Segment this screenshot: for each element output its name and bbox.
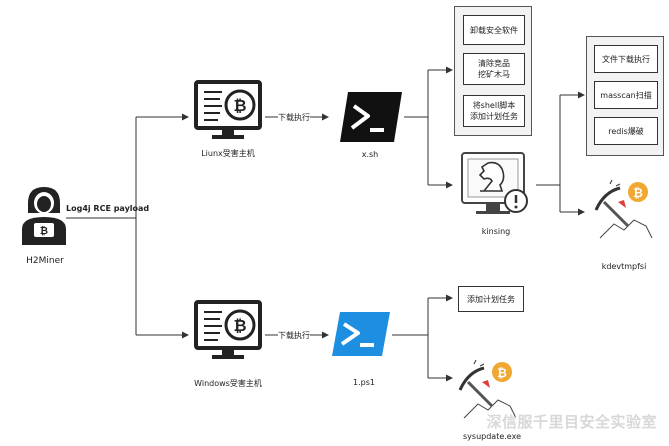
linux-computer-icon: ₿ [194, 80, 262, 139]
edge-label-download-windows: 下载执行 [278, 330, 310, 341]
sysupdate-label: sysupdate.exe [463, 432, 521, 441]
kinsing-action-box: 文件下载执行 [594, 45, 658, 73]
xsh-action-label: 将shell脚本 添加计划任务 [470, 101, 518, 121]
xsh-action-box: 清除竞品 挖矿木马 [463, 53, 525, 85]
kdevtmpfsi-mining-icon: ₿ [594, 179, 653, 239]
hacker-icon: ₿ [22, 187, 66, 245]
edge-label-payload: Log4j RCE payload [66, 204, 150, 213]
svg-text:₿: ₿ [497, 366, 507, 380]
kinsing-actions-group: 文件下载执行 masscan扫描 redis爆破 [586, 36, 664, 156]
windows-computer-icon: ₿ [194, 300, 262, 359]
svg-text:₿: ₿ [233, 96, 246, 115]
kinsing-action-box: redis爆破 [594, 117, 658, 145]
kinsing-action-label: 文件下载执行 [602, 54, 650, 64]
sysupdate-mining-icon: ₿ [458, 359, 517, 419]
ps1-action-box: 添加计划任务 [458, 286, 524, 312]
watermark: 深信服千里目安全实验室 [486, 413, 657, 431]
xsh-actions-group: 卸载安全软件 清除竞品 挖矿木马 将shell脚本 添加计划任务 [454, 6, 532, 136]
malware-alert-icon [461, 152, 528, 214]
kinsing-label: kinsing [481, 227, 511, 236]
kinsing-action-label: masscan扫描 [600, 90, 652, 100]
xsh-action-label: 卸载安全软件 [470, 25, 518, 35]
svg-text:₿: ₿ [633, 186, 643, 200]
kinsing-action-box: masscan扫描 [594, 81, 658, 109]
ps1-label: 1.ps1 [353, 378, 375, 387]
powershell-icon [332, 312, 390, 356]
xsh-action-label: 清除竞品 挖矿木马 [478, 59, 510, 79]
svg-text:₿: ₿ [233, 316, 246, 335]
edge-label-download-linux: 下载执行 [278, 112, 310, 123]
attacker-label: H2Miner [26, 256, 64, 266]
xsh-action-box: 卸载安全软件 [463, 15, 525, 45]
ps1-action-label: 添加计划任务 [467, 294, 515, 304]
svg-text:₿: ₿ [40, 225, 48, 237]
xsh-action-box: 将shell脚本 添加计划任务 [463, 95, 525, 127]
kdevtmpfsi-label: kdevtmpfsi [601, 262, 647, 271]
terminal-icon [340, 92, 402, 142]
linux-host-label: Liunx受害主机 [201, 149, 255, 158]
kinsing-action-label: redis爆破 [608, 126, 644, 136]
xsh-label: x.sh [361, 150, 379, 159]
windows-host-label: Windows受害主机 [194, 379, 262, 388]
